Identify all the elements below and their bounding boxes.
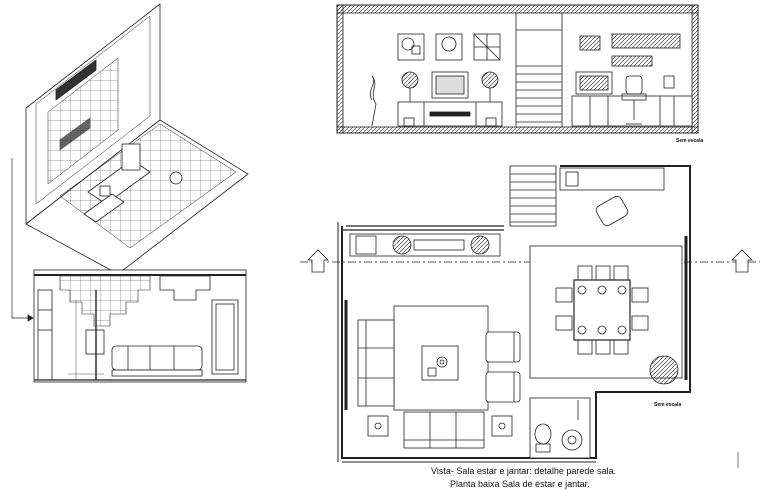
scale-note-elevation: Sem escala <box>676 138 704 144</box>
caption-line-2: Planta baixa Sala de estar e jantar. <box>450 479 590 489</box>
floor-plan <box>300 165 760 468</box>
isometric-view <box>11 3 249 322</box>
caption-line-1: Vista- Sala estar e jantar: detalhe pare… <box>431 466 616 476</box>
living-room-elevation <box>336 4 699 134</box>
scale-note-plan: Sem escala <box>654 402 682 408</box>
wall-elevation <box>33 269 247 383</box>
